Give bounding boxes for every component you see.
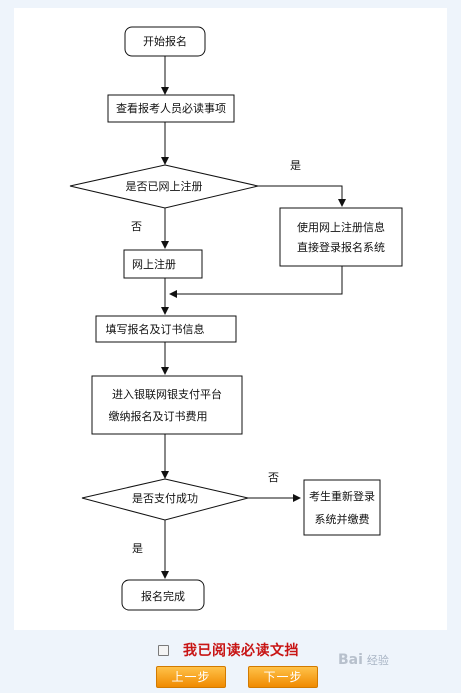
registered-yes-label: 是 — [290, 159, 301, 172]
register-online-text: 网上注册 — [132, 257, 176, 271]
relogin-text-1: 考生重新登录 — [309, 489, 375, 503]
pay-text-2: 缴纳报名及订书费用 — [109, 409, 208, 423]
start-text: 开始报名 — [143, 34, 187, 48]
previous-step-button[interactable]: 上一步 — [156, 666, 226, 688]
watermark-logo: Bai — [338, 652, 363, 668]
start-node — [124, 26, 206, 57]
fill-info-node — [95, 315, 237, 343]
agree-row: 我已阅读必读文挡 — [158, 640, 299, 660]
pay-node — [91, 375, 243, 435]
watermark: Bai 经验 — [338, 650, 450, 670]
registration-flowchart: 开始报名 查看报考人员必读事项 是否已网上注册 使用网上注册信息 直接登录报名系… — [69, 26, 403, 611]
next-step-button[interactable]: 下一步 — [248, 666, 318, 688]
relogin-node — [303, 479, 381, 536]
fill-info-text: 填写报名及订书信息 — [106, 322, 205, 336]
read-notice-node — [107, 94, 235, 123]
done-node — [121, 579, 205, 611]
agree-label[interactable]: 我已阅读必读文挡 — [183, 643, 299, 659]
edge-login-merge — [169, 266, 343, 298]
read-notice-text: 查看报考人员必读事项 — [116, 101, 226, 115]
watermark-text: 经验 — [366, 654, 389, 667]
registered-no-label: 否 — [131, 220, 142, 233]
paid-no-label: 否 — [268, 471, 279, 484]
register-online-node — [123, 249, 203, 279]
registered-decision-text: 是否已网上注册 — [126, 179, 203, 193]
paid-decision-node — [81, 478, 249, 521]
relogin-text-2: 系统并缴费 — [315, 512, 370, 526]
use-registration-text-1: 使用网上注册信息 — [297, 220, 385, 234]
paid-yes-label: 是 — [132, 542, 143, 555]
use-registration-text-2: 直接登录报名系统 — [297, 240, 385, 254]
done-text: 报名完成 — [141, 589, 185, 603]
pay-text-1: 进入银联网银支付平台 — [112, 387, 222, 401]
agree-checkbox[interactable] — [158, 644, 169, 656]
registered-decision-node — [69, 164, 259, 209]
paid-decision-text: 是否支付成功 — [132, 492, 198, 505]
use-registration-node — [279, 207, 403, 267]
edge-decision-yes — [258, 185, 346, 207]
